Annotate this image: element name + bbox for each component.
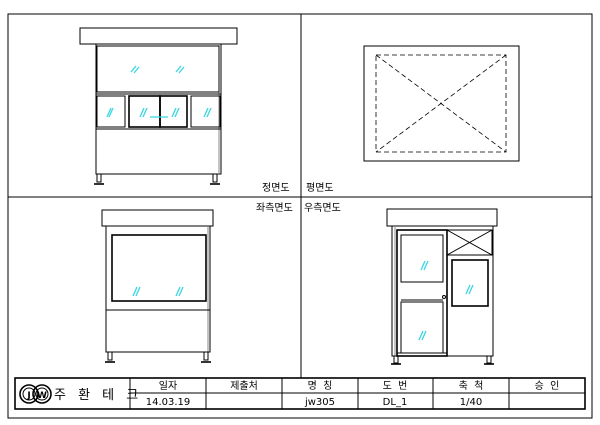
header-approval: 승 인 — [535, 380, 560, 392]
right-side-view — [386, 208, 498, 365]
header-date: 일자 — [159, 380, 177, 392]
title-block: J W 주 환 테 크 일자 제출처 명 칭 도 번 축 척 승 인 14.03… — [14, 377, 586, 410]
header-scale: 축 척 — [459, 380, 484, 392]
svg-text:J: J — [26, 391, 30, 401]
front-view-label: 정면도 — [262, 182, 290, 194]
company-name: 주 환 테 크 — [54, 388, 142, 403]
right-side-view-label: 우측면도 — [304, 202, 341, 214]
left-side-view — [101, 209, 214, 363]
left-side-view-label: 좌측면도 — [256, 202, 293, 214]
company-logo: J W — [19, 384, 52, 404]
svg-text:W: W — [37, 391, 47, 401]
value-drawing-number: DL_1 — [383, 397, 408, 408]
plan-view-label: 평면도 — [306, 182, 334, 194]
value-date: 14.03.19 — [146, 397, 191, 408]
header-submitted-to: 제출처 — [230, 380, 258, 392]
value-name: jw305 — [304, 397, 335, 408]
header-name: 명 칭 — [308, 380, 333, 392]
header-drawing-number: 도 번 — [383, 380, 408, 392]
front-view — [79, 27, 238, 185]
sheet-frame — [7, 13, 593, 419]
value-scale: 1/40 — [460, 397, 482, 408]
plan-view — [363, 45, 520, 162]
